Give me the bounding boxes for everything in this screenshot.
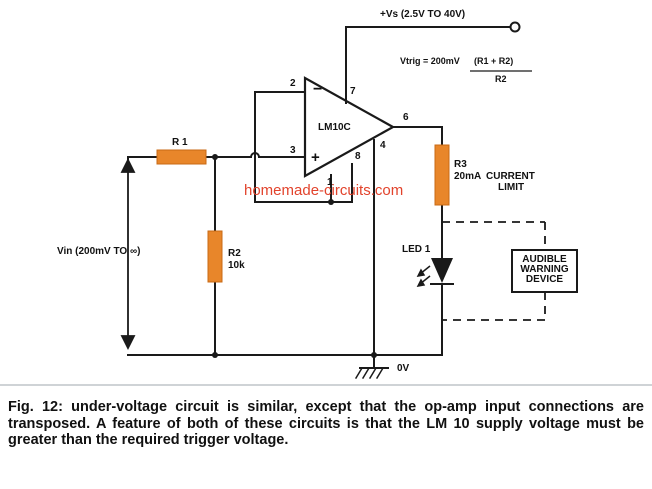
formula-denominator: R2 [495,74,507,84]
r3-note-current: CURRENT [486,171,535,182]
supply-label: +Vs (2.5V TO 40V) [380,9,466,20]
r1-label: R 1 [172,137,188,148]
pin-3-label: 3 [290,145,296,156]
resistor-r3 [434,144,450,206]
caption-fig: Fig. 12: [8,399,72,415]
r3-note-limit: LIMIT [498,182,525,193]
r3-value: 20mA [454,171,482,182]
pin-7-label: 7 [350,86,356,97]
led-symbol [416,258,454,287]
pin-1-label: 1 [327,177,333,188]
caption-body: circuit is similar, except that the op-a… [8,399,644,448]
caption-divider [0,384,652,386]
resistor-r1 [156,149,207,165]
opamp-plus: + [311,149,320,166]
watermark-text: homemade-circuits.com [244,182,404,199]
warning-dashed-links [442,221,546,321]
formula-paren: (R1 + R2) [474,56,514,66]
vin-arrow [120,157,136,351]
supply-terminal [509,21,521,33]
r3-label: R3 [454,159,467,170]
warning-line-3: DEVICE [525,274,564,285]
vin-label: Vin (200mV TO ∞) [57,246,141,257]
figure-caption: Fig. 12: under-voltage circuit is simila… [8,399,644,449]
opamp-minus: − [313,81,323,98]
pin-2-label: 2 [290,78,296,89]
junction-dots [212,154,377,358]
pin-6-label: 6 [403,112,409,123]
warning-device-box [511,249,578,293]
r2-label: R2 [228,248,241,259]
warning-line-1: AUDIBLE [522,254,567,265]
opamp-label: LM10C [318,122,351,133]
formula-lhs: Vtrig = 200mV [400,56,460,66]
opamp-symbol [303,76,396,178]
warning-device-label: AUDIBLE WARNING DEVICE [512,255,577,285]
ground-label: 0V [397,363,410,374]
caption-emphasis: under-voltage [71,399,168,415]
warning-line-2: WARNING [520,264,569,275]
led-label: LED 1 [402,244,431,255]
pin-8-label: 8 [355,151,361,162]
pin-4-label: 4 [380,140,386,151]
resistor-r2 [207,230,223,283]
r2-value: 10k [228,260,245,271]
